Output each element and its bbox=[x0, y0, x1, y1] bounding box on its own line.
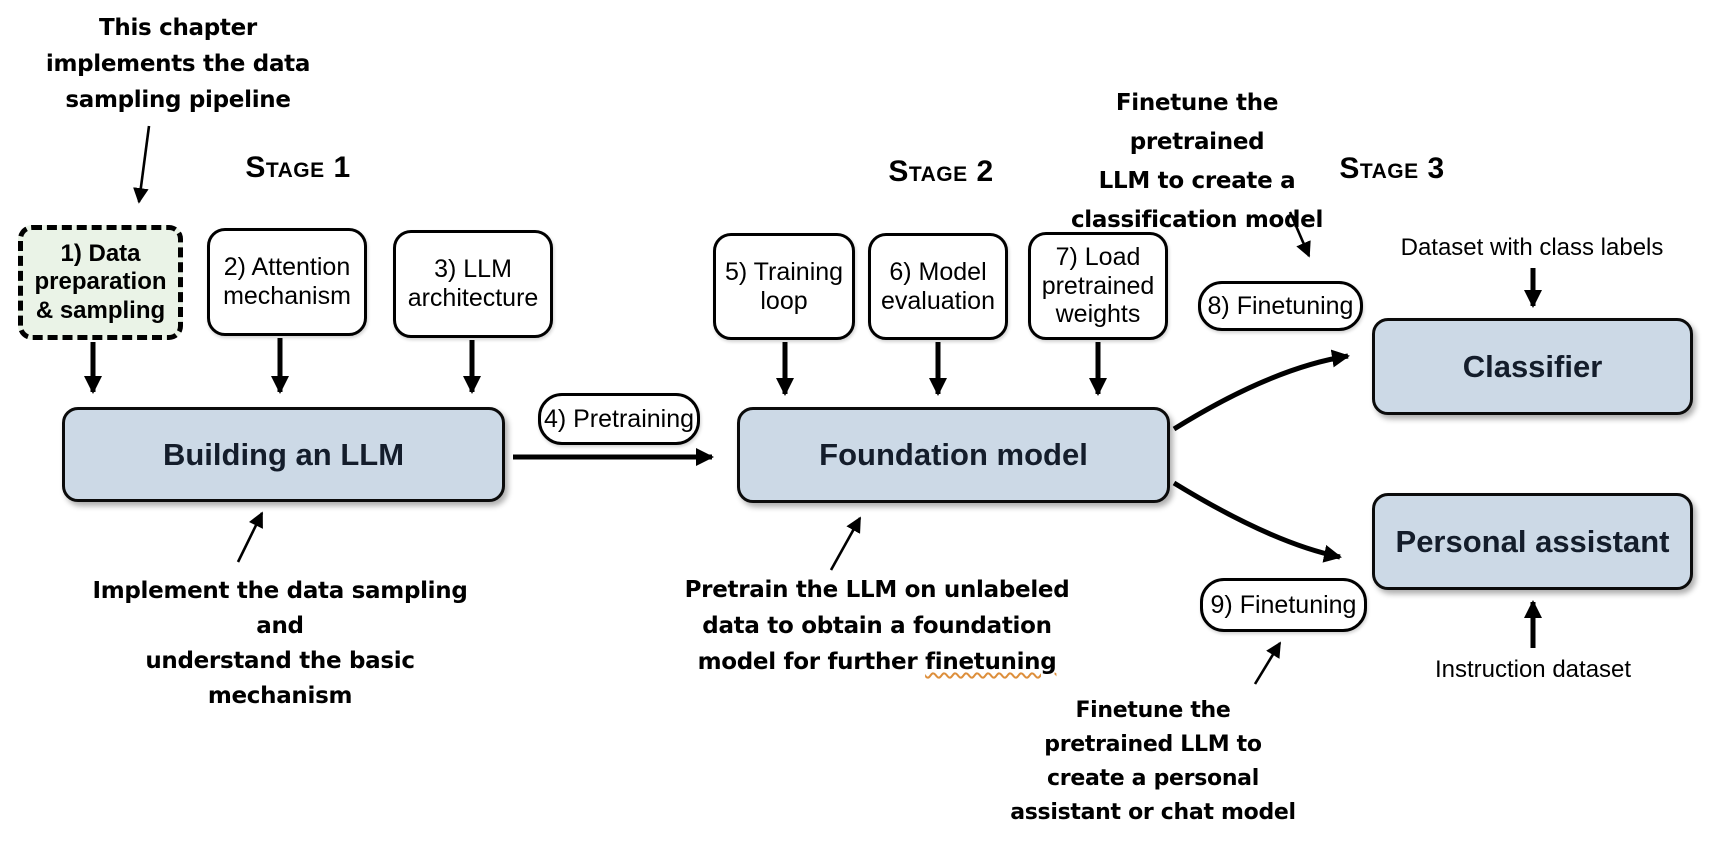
box-building-an-llm: Building an LLM bbox=[62, 407, 505, 502]
box-attention-mechanism: 2) Attention mechanism bbox=[207, 228, 367, 336]
stage-3-heading: Stage 3 bbox=[1339, 152, 1445, 185]
box-model-evaluation: 6) Model evaluation bbox=[868, 233, 1008, 340]
label-dataset-with-class-labels: Dataset with class labels bbox=[1400, 234, 1664, 261]
arrow-implementnote-to-building bbox=[236, 511, 264, 563]
box-finetuning-9: 9) Finetuning bbox=[1200, 578, 1367, 632]
curve-foundation-to-classifier bbox=[1172, 349, 1350, 432]
note-pretrain-last-line: model for further bbox=[697, 649, 926, 675]
box-classifier: Classifier bbox=[1372, 318, 1693, 415]
stage-1-heading: Stage 1 bbox=[245, 151, 351, 184]
note-chapter-scope: This chapter implements the data samplin… bbox=[45, 15, 311, 113]
box-load-pretrained-weights: 7) Load pretrained weights bbox=[1028, 232, 1168, 340]
stage-2-heading: Stage 2 bbox=[888, 155, 994, 188]
arrow-pretrainnote-to-foundation bbox=[829, 516, 862, 571]
note-pretrain-unlabeled: Pretrain the LLM on unlabeled data to ob… bbox=[684, 577, 1070, 675]
box-data-preparation: 1) Data preparation & sampling bbox=[18, 225, 183, 340]
box-training-loop: 5) Training loop bbox=[713, 233, 855, 340]
finetuning-spellcheck-word: finetuning bbox=[925, 649, 1057, 675]
note-finetune-classification: Finetune the pretrained LLM to create a … bbox=[1070, 90, 1324, 233]
label-instruction-dataset: Instruction dataset bbox=[1434, 656, 1632, 683]
box-foundation-model: Foundation model bbox=[737, 407, 1170, 503]
box-finetuning-8: 8) Finetuning bbox=[1198, 281, 1363, 331]
box-personal-assistant: Personal assistant bbox=[1372, 493, 1693, 590]
note-implement-sampling: Implement the data sampling and understa… bbox=[92, 578, 468, 709]
arrow-panote-to-finetuning9 bbox=[1253, 641, 1282, 685]
note-finetune-assistant: Finetune the pretrained LLM to create a … bbox=[1010, 698, 1296, 825]
arrow-chapternote-to-dataprep bbox=[133, 125, 151, 204]
arrow-clsnote-to-finetuning8 bbox=[1288, 211, 1311, 258]
curve-foundation-to-personal bbox=[1172, 480, 1342, 563]
box-pretraining: 4) Pretraining bbox=[538, 393, 700, 445]
box-llm-architecture: 3) LLM architecture bbox=[393, 230, 553, 338]
